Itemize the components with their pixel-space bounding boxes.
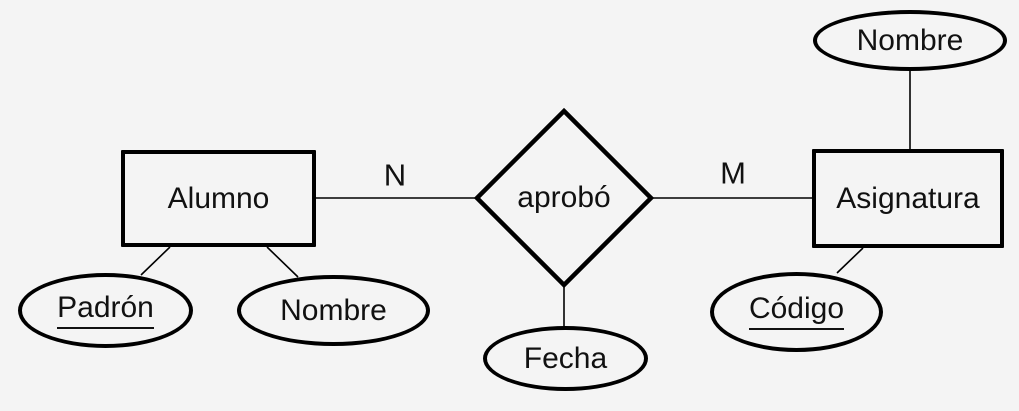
- attribute-codigo: Código: [710, 272, 883, 352]
- attribute-fecha-label: Fecha: [523, 341, 608, 375]
- attribute-fecha: Fecha: [483, 326, 648, 391]
- entity-alumno-label: Alumno: [167, 181, 270, 215]
- attribute-nombre-asignatura-label: Nombre: [856, 23, 964, 57]
- cardinality-n-label: N: [383, 157, 407, 193]
- entity-asignatura-label: Asignatura: [836, 181, 980, 215]
- entity-alumno: Alumno: [121, 150, 316, 247]
- attribute-nombre-alumno: Nombre: [237, 275, 430, 346]
- cardinality-m-label: M: [720, 155, 746, 191]
- relationship-diamond-shape: [473, 107, 655, 289]
- attribute-codigo-label: Código: [748, 294, 845, 330]
- entity-asignatura: Asignatura: [812, 149, 1004, 248]
- attribute-padron: Padrón: [18, 273, 193, 348]
- attribute-padron-label: Padrón: [57, 292, 154, 329]
- relationship-aprobo-label: aprobó: [517, 181, 611, 214]
- attribute-nombre-alumno-label: Nombre: [280, 293, 387, 327]
- line-alumno-padron: [140, 246, 171, 276]
- line-asignatura-codigo: [836, 247, 864, 274]
- line-alumno-nombre: [266, 246, 299, 278]
- attribute-nombre-asignatura: Nombre: [813, 10, 1007, 71]
